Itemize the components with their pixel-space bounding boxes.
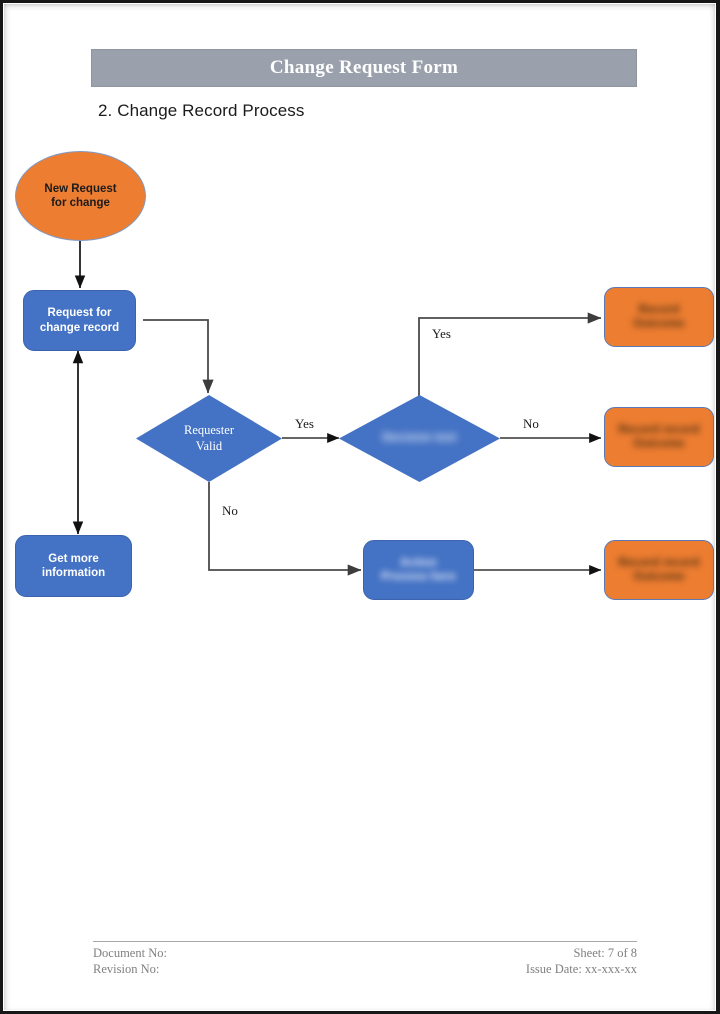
edge-label-no-from-requester-valid: No [222,503,238,518]
connector-request-to-diamond1 [143,319,214,394]
node-result-bottom[interactable]: Record record Outcome [604,540,714,600]
node-decision-second[interactable]: Decision text [339,395,500,482]
footer-right: Sheet: 7 of 8 Issue Date: xx-xxx-xx [526,945,637,977]
footer-revision-no: Revision No: [93,962,160,976]
edge-label-no-to-result-middle: No [523,416,539,431]
document-header-bar: Change Request Form [91,49,637,87]
footer-left: Document No: Revision No: [93,945,167,977]
node-process-bottom-label-redacted: Action Process here [381,556,456,583]
flowchart: New Request for change Request for chang… [3,3,716,1010]
edge-label-yes-between-diamonds: Yes [295,416,314,431]
section-title: 2. Change Record Process [98,101,305,120]
footer-sheet: Sheet: 7 of 8 [573,946,637,960]
node-decision-requester-valid[interactable]: Requester Valid [136,395,282,482]
node-result-top-label-redacted: Record Outcome [633,303,685,330]
node-get-more-info-label: Get more information [41,552,106,579]
node-requester-valid-label: Requester Valid [184,422,234,453]
node-get-more-information[interactable]: Get more information [15,535,132,597]
connector-diamond2-yes-to-result-top [418,312,602,396]
node-result-middle-label-redacted: Record record Outcome [618,423,700,450]
node-result-middle[interactable]: Record record Outcome [604,407,714,467]
node-decision-second-label-redacted: Decision text [382,432,457,445]
footer-issue-date: Issue Date: xx-xxx-xx [525,962,637,976]
node-process-bottom[interactable]: Action Process here [363,540,474,600]
page-title: Change Request Form [269,57,459,78]
edge-label-yes-to-result-top: Yes [432,326,451,341]
node-start-new-request[interactable]: New Request for change [15,151,146,241]
node-result-top[interactable]: Record Outcome [604,287,714,347]
node-request-label: Request for change record [39,307,120,334]
node-result-bottom-label-redacted: Record record Outcome [618,556,700,583]
flowchart-connectors [72,240,602,576]
document-footer: Document No: Revision No: Sheet: 7 of 8 … [93,941,637,977]
node-start-label: New Request for change [44,182,117,209]
footer-document-no: Document No: [93,946,167,960]
node-request-for-change-record[interactable]: Request for change record [23,290,136,351]
connector-diamond1-no-to-process [208,482,362,576]
